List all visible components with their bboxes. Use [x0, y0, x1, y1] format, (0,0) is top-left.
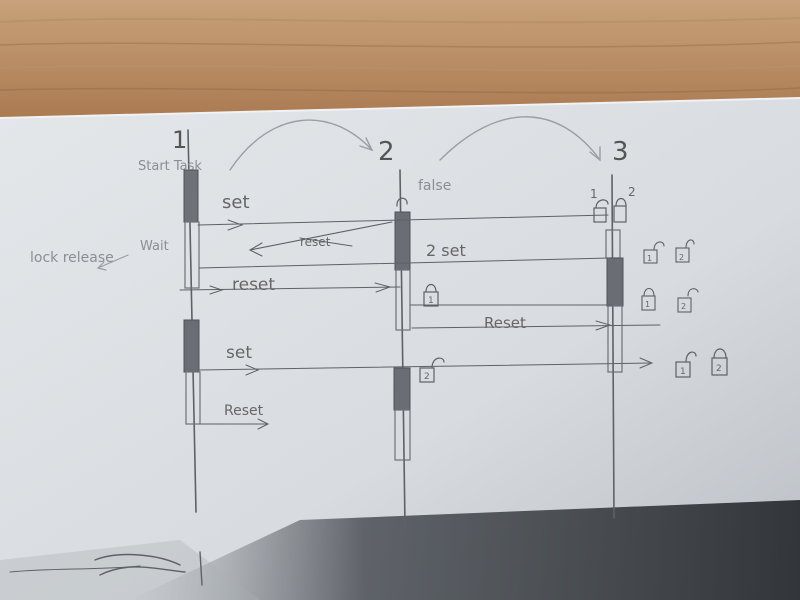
timeline-2-label: 2	[378, 137, 395, 167]
svg-text:2: 2	[628, 185, 636, 199]
svg-text:2: 2	[424, 372, 430, 382]
svg-text:1: 1	[647, 254, 652, 263]
task-block-2b	[394, 368, 410, 410]
svg-text:1: 1	[645, 300, 650, 309]
svg-text:1: 1	[428, 296, 434, 306]
svg-text:1: 1	[590, 187, 598, 201]
svg-text:1: 1	[680, 367, 686, 377]
reset-label-1: reset	[232, 275, 275, 295]
reset-bottom-label: Reset	[224, 403, 264, 419]
svg-text:2: 2	[679, 253, 684, 262]
label-lock-release: lock release	[30, 250, 114, 266]
task-block-3	[607, 258, 623, 306]
timeline-3-label: 3	[612, 137, 629, 167]
timeline-1-label: 1	[172, 126, 187, 154]
task-block-2a	[395, 212, 410, 270]
task-block-1a	[184, 170, 198, 222]
svg-text:2: 2	[716, 364, 722, 374]
false-label: false	[418, 178, 451, 194]
arrow-two-set: 2 set	[426, 241, 466, 260]
reset-mid-label: Reset	[484, 314, 526, 332]
set-label-2: set	[226, 343, 252, 363]
task-block-1b	[184, 320, 199, 372]
two-set-label: 2 set	[426, 241, 466, 260]
set-label-1: set	[222, 192, 250, 213]
label-start-task: Start Task	[138, 159, 202, 174]
svg-text:2: 2	[681, 302, 686, 311]
label-wait: Wait	[140, 239, 169, 254]
